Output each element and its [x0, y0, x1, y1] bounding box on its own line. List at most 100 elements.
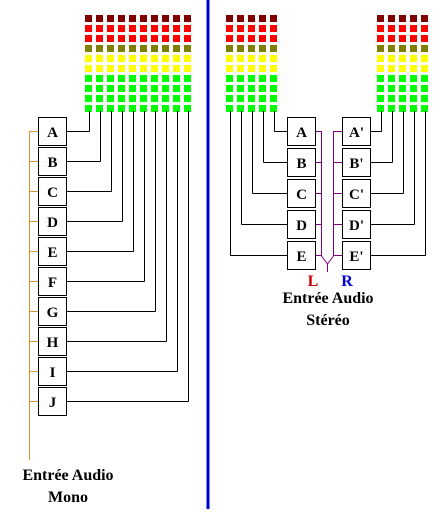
- mono-box-B-frame: [38, 147, 67, 176]
- stereo-left-vu-col5-segment-9: [270, 95, 277, 102]
- mono-vu-col3-segment-10: [107, 105, 114, 112]
- stereo-wiring: [230, 111, 426, 272]
- mono-vu-col2-segment-2: [96, 25, 103, 32]
- stereo-left-vu-col2-segment-6: [237, 65, 244, 72]
- stereo-left-vu-col5-segment-3: [270, 35, 277, 42]
- stereo-right-vu-col5-segment-3: [421, 35, 428, 42]
- stereo-left-vu-col5-segment-8: [270, 85, 277, 92]
- mono-vu-col10-segment-2: [184, 25, 191, 32]
- stereo-right-vu-col2-segment-4: [388, 45, 395, 52]
- stereo-left-vu-col4-segment-8: [259, 85, 266, 92]
- mono-vu-col9-segment-6: [173, 65, 180, 72]
- stereo-right-vu-col2-segment-5: [388, 55, 395, 62]
- stereo-left-box-C: C: [287, 179, 316, 208]
- mono-vu-col8-segment-4: [162, 45, 169, 52]
- stereo-left-vu-col2-segment-10: [237, 105, 244, 112]
- mono-vu-col7-segment-10: [151, 105, 158, 112]
- stereo-left-box-C-frame: [287, 179, 316, 208]
- mono-vu-col1-segment-6: [85, 65, 92, 72]
- mono-box-C-frame: [38, 177, 67, 206]
- stereo-right-vu-col5-segment-7: [421, 75, 428, 82]
- stereo-right-box-C': C': [342, 179, 371, 208]
- mono-box-D-frame: [38, 207, 67, 236]
- stereo-right-vu-col4-segment-3: [410, 35, 417, 42]
- stereo-right-vu-col4-segment-7: [410, 75, 417, 82]
- mono-vu-col3-segment-8: [107, 85, 114, 92]
- stereo-right-vu-col3-segment-5: [399, 55, 406, 62]
- stereo-left-vu-col3-segment-5: [248, 55, 255, 62]
- mono-vu-col5-segment-5: [129, 55, 136, 62]
- stereo-right-vu-col5-segment-8: [421, 85, 428, 92]
- stereo-left-box-E-frame: [287, 241, 316, 270]
- mono-box-G-label: G: [47, 305, 59, 321]
- mono-vu-col8-segment-2: [162, 25, 169, 32]
- stereo-left-box-E-label: E: [296, 249, 306, 265]
- stereo-left-vu-col1-segment-7: [226, 75, 233, 82]
- stereo-right-box-E'-label: E': [349, 249, 363, 265]
- mono-box-D-label: D: [47, 215, 58, 231]
- stereo-left-vu-col3-segment-6: [248, 65, 255, 72]
- mono-vu-col5-segment-4: [129, 45, 136, 52]
- stereo-left-box-D-label: D: [296, 218, 307, 234]
- mono-vu-col4-segment-10: [118, 105, 125, 112]
- mono-vu-col4-segment-3: [118, 35, 125, 42]
- stereo-left-box-D: D: [287, 210, 316, 239]
- stereo-right-vu-col5-segment-6: [421, 65, 428, 72]
- mono-vu-col6-segment-9: [140, 95, 147, 102]
- stereo-left-vu-col1-segment-1: [226, 15, 233, 22]
- stereo-right-vu-col2-segment-7: [388, 75, 395, 82]
- mono-vu-col10-segment-8: [184, 85, 191, 92]
- mono-vu-col1-segment-3: [85, 35, 92, 42]
- stereo-left-vu-col1-segment-6: [226, 65, 233, 72]
- stereo-right-box-D'-label: D': [349, 218, 364, 234]
- stereo-right-vu-col4-segment-10: [410, 105, 417, 112]
- stereo-left-vu-col1-segment-10: [226, 105, 233, 112]
- stereo-right-vu-col3-segment-10: [399, 105, 406, 112]
- mono-box-C-label: C: [47, 185, 58, 201]
- mono-vu-col4-segment-5: [118, 55, 125, 62]
- mono-vu-col6-segment-3: [140, 35, 147, 42]
- mono-box-I-frame: [38, 357, 67, 386]
- stereo-right-vu-col2-segment-6: [388, 65, 395, 72]
- stereo-right-vu-col2-segment-2: [388, 25, 395, 32]
- stereo-left-vu-col2-segment-9: [237, 95, 244, 102]
- stereo-left-vu-col5-segment-2: [270, 25, 277, 32]
- mono-vu-col8-segment-3: [162, 35, 169, 42]
- stereo-right-vu-col1-segment-7: [377, 75, 384, 82]
- mono-box-G: G: [38, 297, 67, 326]
- mono-wiring: [29, 111, 189, 460]
- mono-vu-col8-segment-5: [162, 55, 169, 62]
- mono-box-C: C: [38, 177, 67, 206]
- mono-vu-col10-segment-9: [184, 95, 191, 102]
- stereo-left-box-E: E: [287, 241, 316, 270]
- stereo-right-vu-col4-segment-6: [410, 65, 417, 72]
- stereo-right-vu-col2-segment-10: [388, 105, 395, 112]
- stereo-right-vu-col5-segment-10: [421, 105, 428, 112]
- mono-vu-col3-segment-3: [107, 35, 114, 42]
- stereo-right-vu-col3-segment-7: [399, 75, 406, 82]
- stereo-left-vu-col1-segment-4: [226, 45, 233, 52]
- stereo-right-vu-col3-segment-4: [399, 45, 406, 52]
- mono-box-I-label: I: [50, 365, 56, 381]
- mono-vu-col5-segment-8: [129, 85, 136, 92]
- mono-vu-col2-segment-9: [96, 95, 103, 102]
- mono-vu-col2-segment-4: [96, 45, 103, 52]
- stereo-left-box-B: B: [287, 148, 316, 177]
- stereo-left-vu-col4-segment-10: [259, 105, 266, 112]
- left-channel-label: L: [308, 273, 319, 290]
- stereo-right-box-A': A': [342, 117, 371, 146]
- stereo-right-vu-col1-segment-9: [377, 95, 384, 102]
- stereo-right-vu-col2-segment-1: [388, 15, 395, 22]
- stereo-right-vu-col1-segment-3: [377, 35, 384, 42]
- stereo-right-box-D': D': [342, 210, 371, 239]
- stereo-left-vu-col4-segment-6: [259, 65, 266, 72]
- stereo-left-vu-col2-segment-2: [237, 25, 244, 32]
- mono-vu-col1-segment-2: [85, 25, 92, 32]
- mono-vu-col6-segment-10: [140, 105, 147, 112]
- mono-vu-col4-segment-8: [118, 85, 125, 92]
- mono-vu-col7-segment-1: [151, 15, 158, 22]
- stereo-right-box-C'-label: C': [349, 187, 364, 203]
